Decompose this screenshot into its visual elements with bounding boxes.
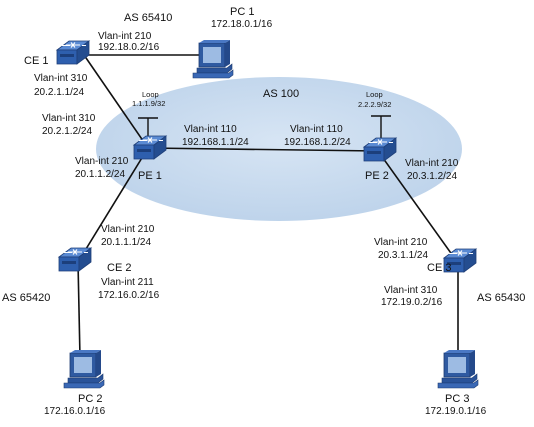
pe2-pe1-if-ip: 192.168.1.2/24: [284, 137, 351, 148]
pe2-name: PE 2: [365, 170, 389, 182]
ce3-pc3-if-ip: 172.19.0.2/16: [381, 297, 443, 308]
ce1-pe1-if-ip: 20.2.1.1/24: [34, 87, 84, 98]
pc2-computer-icon[interactable]: [63, 349, 105, 389]
ce2-router-icon[interactable]: [58, 247, 92, 272]
link-pe1-ce2: [77, 147, 149, 263]
pc3-address: 172.19.0.1/16: [425, 406, 487, 417]
pe1-pe2-if-name: Vlan-int 110: [184, 124, 237, 135]
link-pe1-pe2: [147, 147, 379, 152]
pe2-ce3-if-ip: 20.3.1.2/24: [407, 171, 457, 182]
pc3-name: PC 3: [445, 393, 469, 405]
as100-label: AS 100: [263, 88, 299, 100]
pe1-ce2-if-ip: 20.1.1.2/24: [75, 169, 125, 180]
ce1-pc1-if-name: Vlan-int 210: [98, 31, 152, 42]
as65430-label: AS 65430: [477, 292, 525, 304]
ce2-pe1-if-ip: 20.1.1.1/24: [101, 237, 151, 248]
link-ce2-pc2: [77, 261, 81, 359]
pc1-address: 172.18.0.1/16: [211, 19, 273, 30]
ce3-pc3-if-name: Vlan-int 310: [384, 285, 438, 296]
pe1-loopback-label: Loop: [142, 90, 159, 99]
pc1-name: PC 1: [230, 6, 254, 18]
pe1-ce1-if-name: Vlan-int 310: [42, 113, 96, 124]
ce1-router-icon[interactable]: [56, 40, 90, 65]
ce3-name: CE 3: [427, 262, 451, 274]
as65410-label: AS 65410: [124, 12, 172, 24]
pe1-name: PE 1: [138, 170, 162, 182]
pc3-computer-icon[interactable]: [437, 349, 479, 389]
as65420-label: AS 65420: [2, 292, 50, 304]
pc1-computer-icon[interactable]: [192, 39, 234, 79]
ce1-name: CE 1: [24, 55, 48, 67]
pe2-pe1-if-name: Vlan-int 110: [290, 124, 343, 135]
ce2-name: CE 2: [107, 262, 131, 274]
pe1-pe2-if-ip: 192.168.1.1/24: [182, 137, 249, 148]
ce3-pe2-if-name: Vlan-int 210: [374, 237, 428, 248]
pc2-address: 172.16.0.1/16: [44, 406, 106, 417]
pe1-loopback-ip: 1.1.1.9/32: [132, 99, 165, 108]
ce3-pe2-if-ip: 20.3.1.1/24: [378, 250, 428, 261]
ce1-pe1-if-name: Vlan-int 310: [34, 73, 88, 84]
pe2-ce3-if-name: Vlan-int 210: [405, 158, 459, 169]
pe2-loopback-ip: 2.2.2.9/32: [358, 100, 391, 109]
ce2-pe1-if-name: Vlan-int 210: [101, 224, 155, 235]
link-ce1-pe1: [83, 54, 149, 149]
ce1-pc1-if-ip: 192.18.0.2/16: [98, 42, 160, 53]
pc2-name: PC 2: [78, 393, 102, 405]
pe2-loopback-label: Loop: [366, 90, 383, 99]
link-pe2-ce3: [377, 150, 459, 264]
ce2-pc2-if-name: Vlan-int 211: [101, 277, 154, 288]
pe1-ce1-if-ip: 20.2.1.2/24: [42, 126, 92, 137]
ce2-pc2-if-ip: 172.16.0.2/16: [98, 290, 160, 301]
pe1-ce2-if-name: Vlan-int 210: [75, 156, 129, 167]
